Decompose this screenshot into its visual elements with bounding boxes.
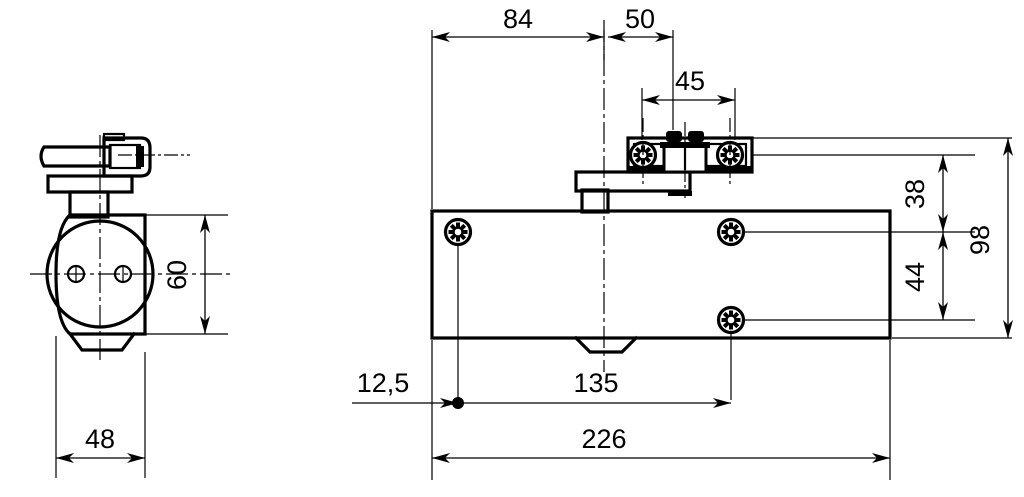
side-view-arm-knuckle: [102, 136, 152, 178]
dim-226-arrow-left: [432, 453, 450, 463]
dim-84-label: 84: [503, 4, 533, 34]
front-view-body: [430, 209, 892, 340]
body-screw-top-left: [443, 217, 473, 247]
side-view-hole-left: [66, 264, 86, 284]
front-view-arm-tab: [668, 191, 692, 196]
dim-38-label: 38: [900, 179, 930, 209]
side-view-spindle: [68, 190, 110, 219]
dim-45-arrow-right: [717, 95, 735, 105]
side-view-bottom-foot: [67, 331, 137, 352]
dim-45-label: 45: [675, 66, 705, 96]
dim-44-arrow-bottom: [938, 302, 948, 320]
side-view-group: 60 48: [30, 132, 232, 478]
body-screw-bottom-right: [716, 305, 746, 335]
dim-60-arrow-top: [200, 215, 210, 233]
dim-44-label: 44: [900, 262, 930, 292]
dim-45-arrow-left: [642, 95, 660, 105]
dim-60-label: 60: [162, 260, 192, 290]
dim-84-arrow-right: [586, 32, 604, 42]
dim-12-5-arrow: [440, 398, 458, 408]
dim-48-arrow-left: [56, 453, 74, 463]
front-view-slider-nub-left: [666, 131, 682, 142]
front-view-bottom-notch: [573, 335, 639, 354]
side-view-arm-pin: [136, 146, 144, 167]
dim-38-arrow-top: [938, 155, 948, 173]
front-view-arm-bar: [574, 170, 692, 193]
dim-135-label: 135: [573, 368, 618, 398]
dim-98-arrow-top: [1003, 138, 1013, 156]
front-view-slider-nub-right: [688, 131, 704, 142]
dim-135-arrow-right: [713, 398, 731, 408]
dim-60-arrow-bottom: [200, 316, 210, 334]
dim-98-arrow-bottom: [1003, 320, 1013, 338]
dim-226-arrow-right: [872, 453, 890, 463]
side-view-arm-cap: [102, 132, 126, 142]
side-view-bearing-circle: [45, 219, 155, 329]
dim-48-label: 48: [85, 424, 115, 454]
front-view-group: 84 50 45 38 44 98 12,5 1: [352, 4, 1013, 480]
dim-44-arrow-top: [938, 232, 948, 250]
side-view-collar-plate: [46, 174, 134, 194]
dim-48-arrow-right: [127, 453, 145, 463]
dim-226-label: 226: [581, 424, 626, 454]
dim-50-arrow-right: [655, 32, 673, 42]
dim-50-arrow-left: [608, 32, 626, 42]
side-view-arm-bar: [39, 145, 112, 168]
dim-84-arrow-left: [432, 32, 450, 42]
side-view-arm-knuckle-inner: [108, 143, 142, 170]
dim-12-5-label: 12,5: [357, 368, 410, 398]
dim-98-label: 98: [965, 225, 995, 255]
dim-50-label: 50: [625, 4, 655, 34]
dim-38-arrow-bottom: [938, 214, 948, 232]
body-screw-top-right: [716, 217, 746, 247]
side-view-hole-right: [113, 264, 133, 284]
